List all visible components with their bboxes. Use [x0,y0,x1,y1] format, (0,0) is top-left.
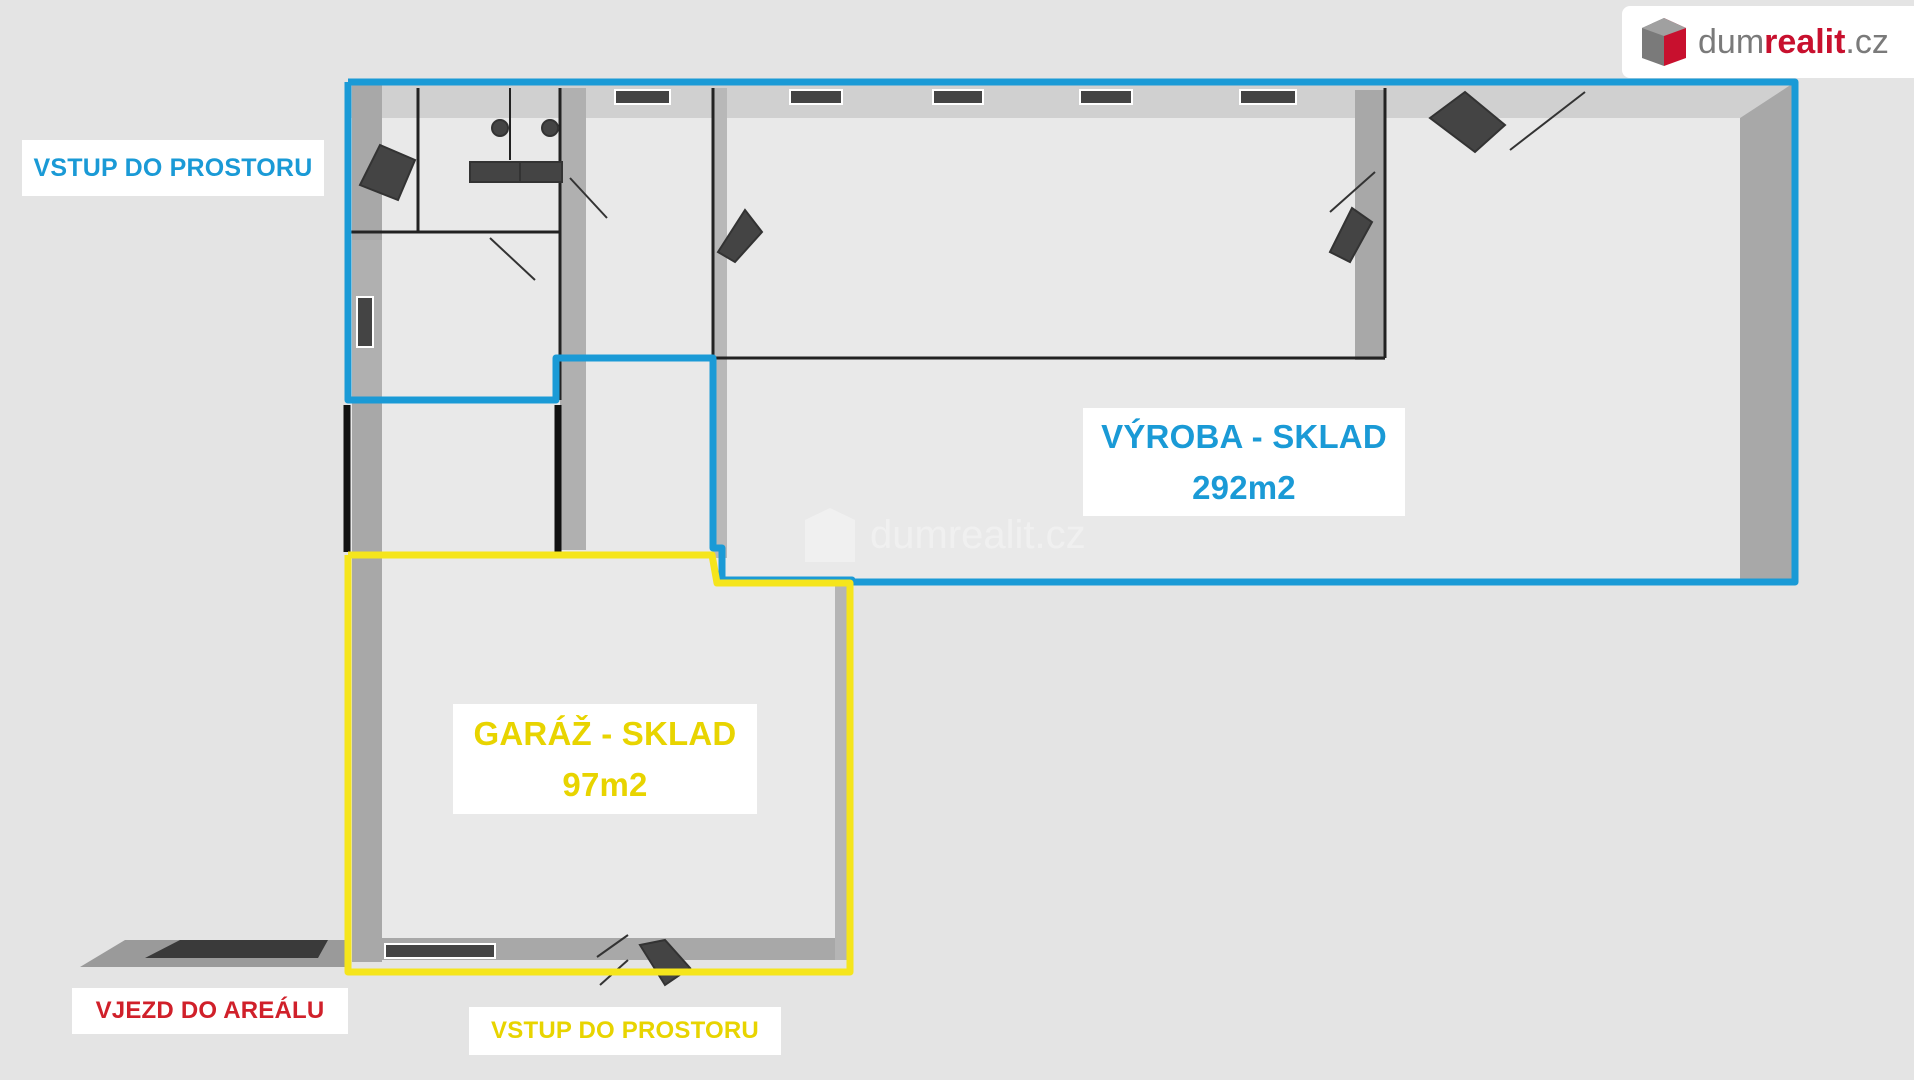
doors [358,90,1586,987]
entrance-bottom-label: VSTUP DO PROSTORU [469,1007,781,1055]
logo-text-accent: realit [1764,22,1846,61]
production-area: 292m2 [1192,469,1296,506]
watermark-house-icon [805,508,855,562]
logo-text-plain: dum [1698,22,1765,61]
site-entry-text: VJEZD DO AREÁLU [95,997,325,1024]
production-title: VÝROBA - SKLAD [1101,417,1387,455]
entrance-bottom-text: VSTUP DO PROSTORU [491,1017,759,1044]
brand-logo[interactable]: dumrealit.cz [1622,6,1914,78]
logo-cube-icon [1642,18,1686,66]
blue-zone-outline [344,78,1799,586]
yellow-zone-outline [344,551,854,976]
windows [356,89,1297,959]
watermark-text: dumrealit.cz [870,512,1086,557]
logo-text-suffix: .cz [1845,22,1889,61]
logo-text: dumrealit.cz [1698,23,1889,62]
site-entry-label: VJEZD DO AREÁLU [72,988,348,1034]
garage-title: GARÁŽ - SKLAD [473,714,737,752]
garage-label: GARÁŽ - SKLAD 97m2 [453,704,757,814]
watermark: dumrealit.cz [800,505,1086,565]
entrance-top-text: VSTUP DO PROSTORU [33,153,313,182]
entrance-top-label: VSTUP DO PROSTORU [22,140,324,196]
garage-area: 97m2 [562,766,648,803]
production-label: VÝROBA - SKLAD 292m2 [1083,408,1405,516]
